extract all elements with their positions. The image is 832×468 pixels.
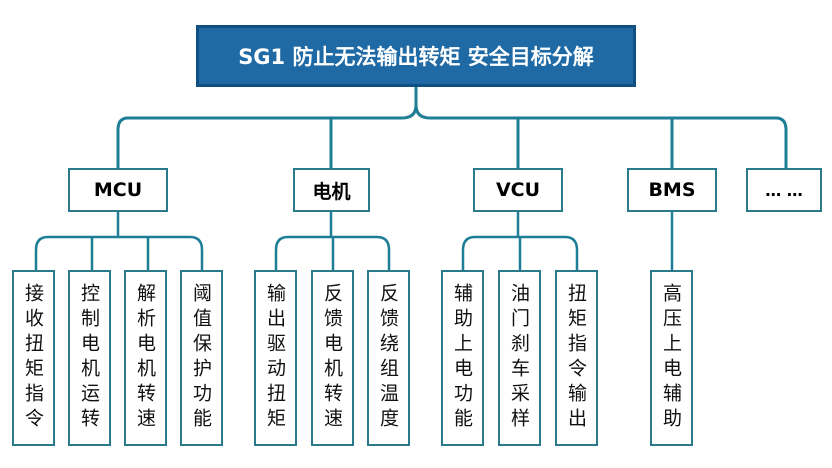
leaf-motor-3: 反馈绕组温度	[367, 270, 410, 446]
leaf-vcu-1: 辅助上电功能	[441, 270, 484, 446]
leaf-label: 输出驱动扭矩	[264, 283, 286, 433]
connector-root-trunk	[414, 85, 788, 170]
leaf-vcu-3: 扭矩指令输出	[555, 270, 598, 446]
leaf-label: 高压上电辅助	[660, 283, 682, 433]
leaf-label: 反馈绕组温度	[377, 283, 399, 433]
category-bms-box: BMS	[627, 168, 717, 212]
category-bms-label: BMS	[648, 179, 696, 201]
category-mcu-box: MCU	[68, 168, 168, 212]
leaf-label: 控制电机运转	[78, 283, 100, 433]
category-mcu-label: MCU	[93, 179, 143, 201]
leaf-label: 解析电机转速	[134, 283, 156, 433]
category-more-label: … …	[765, 180, 803, 200]
leaf-mcu-3: 解析电机转速	[124, 270, 167, 446]
leaf-bms-1: 高压上电辅助	[650, 270, 693, 446]
leaf-label: 阈值保护功能	[190, 283, 212, 433]
connector-vcu	[461, 212, 579, 270]
leaf-mcu-4: 阈值保护功能	[180, 270, 223, 446]
leaf-mcu-2: 控制电机运转	[68, 270, 111, 446]
leaf-label: 辅助上电功能	[451, 283, 473, 433]
category-vcu-label: VCU	[495, 179, 541, 201]
leaf-motor-2: 反馈电机转速	[311, 270, 354, 446]
connector-root-left	[116, 103, 418, 170]
leaf-label: 油门刹车采样	[508, 283, 530, 433]
leaf-label: 扭矩指令输出	[565, 283, 587, 433]
connector-motor	[274, 212, 391, 270]
leaf-mcu-1: 接收扭矩指令	[12, 270, 55, 446]
category-motor-box: 电机	[293, 168, 370, 212]
leaf-motor-1: 输出驱动扭矩	[254, 270, 297, 446]
connector-mcu	[34, 212, 204, 270]
root-title-box: SG1 防止无法输出转矩 安全目标分解	[196, 25, 636, 87]
category-vcu-box: VCU	[473, 168, 563, 212]
leaf-label: 反馈电机转速	[321, 283, 343, 433]
leaf-vcu-2: 油门刹车采样	[498, 270, 541, 446]
leaf-label: 接收扭矩指令	[22, 283, 44, 433]
category-motor-label: 电机	[312, 180, 351, 203]
root-title: SG1 防止无法输出转矩 安全目标分解	[238, 45, 594, 69]
category-more-box: … …	[746, 168, 822, 212]
